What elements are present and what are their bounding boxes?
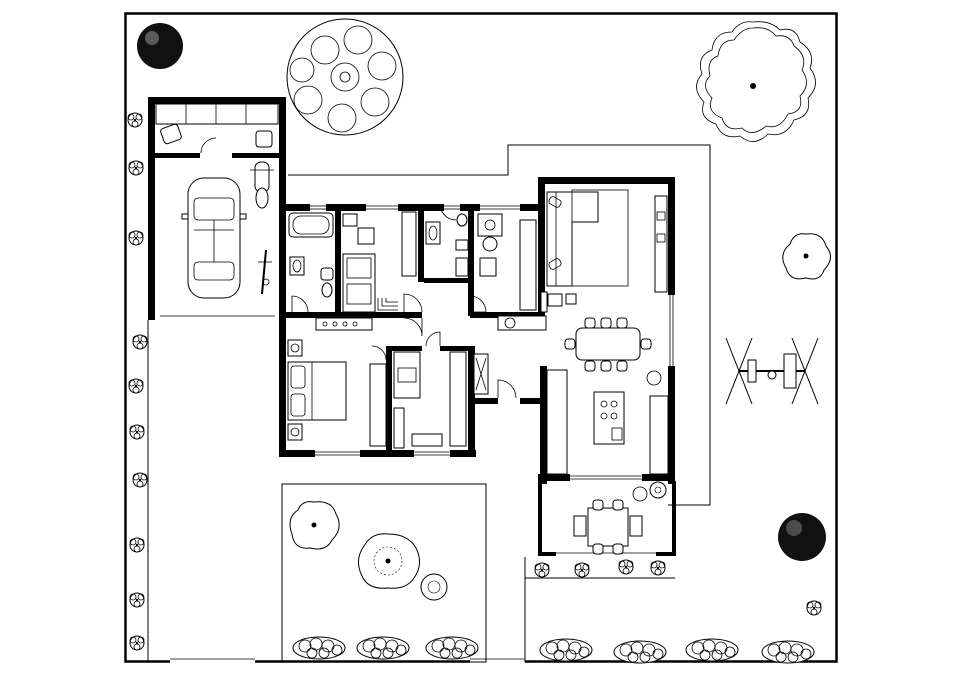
bathroom bbox=[288, 212, 334, 298]
swing-set-icon bbox=[725, 337, 819, 405]
patio-table-icon bbox=[573, 499, 643, 555]
terrace-path bbox=[524, 557, 675, 662]
bedroom-2 bbox=[393, 351, 489, 449]
windows bbox=[310, 205, 674, 480]
tree-icon-dark-right bbox=[778, 513, 826, 561]
tree-icon-lawn-3 bbox=[420, 573, 448, 601]
terrace bbox=[538, 481, 676, 556]
bathroom-2 bbox=[425, 213, 537, 311]
sofa-icon bbox=[546, 191, 599, 287]
house-walls bbox=[279, 177, 675, 484]
bedroom-1 bbox=[287, 339, 387, 447]
tree-icon-lawn-2 bbox=[358, 533, 420, 589]
dining-table-icon bbox=[564, 317, 652, 372]
bathtub-icon bbox=[288, 212, 334, 238]
tree-icon-lawn-1 bbox=[289, 501, 340, 550]
front-lawn bbox=[281, 483, 487, 663]
tree-icon-top-right bbox=[696, 21, 816, 142]
double-bed-icon bbox=[287, 361, 347, 421]
doors bbox=[291, 203, 517, 399]
garage bbox=[148, 97, 286, 320]
laundry bbox=[315, 211, 417, 331]
tree-icon-right-small bbox=[782, 233, 831, 280]
tree-icon-top-left bbox=[137, 23, 183, 69]
kitchen-island-icon bbox=[593, 391, 625, 445]
motorcycle-icon bbox=[250, 161, 274, 209]
car-icon bbox=[181, 177, 247, 299]
hedges-south bbox=[292, 636, 815, 664]
bicycle-icon bbox=[258, 249, 272, 295]
tree-icon-large-flowers bbox=[286, 18, 404, 136]
roof-outline bbox=[288, 144, 711, 506]
living-dining bbox=[497, 189, 669, 475]
